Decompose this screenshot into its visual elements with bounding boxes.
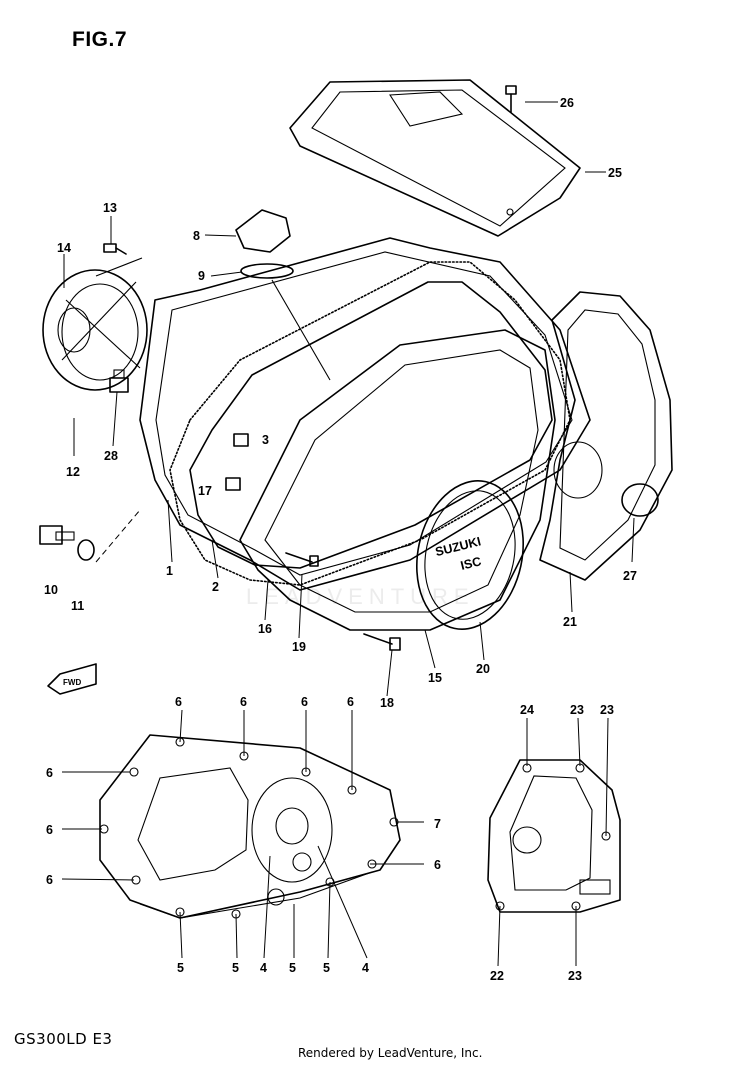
callout-6-top-4: 6: [347, 695, 354, 709]
callout-9: 9: [198, 269, 205, 283]
callout-24: 24: [520, 703, 534, 717]
fwd-label: FWD: [63, 678, 81, 687]
callout-6-top-3: 6: [301, 695, 308, 709]
rendered-by-credit: Rendered by LeadVenture, Inc.: [298, 1046, 483, 1060]
part-3-dowel: [233, 433, 249, 447]
callout-5-4: 5: [323, 961, 330, 975]
model-code: GS300LD E3: [14, 1030, 113, 1048]
callout-6-right: 6: [434, 858, 441, 872]
callout-6-left-3: 6: [46, 873, 53, 887]
callout-23-top-1: 23: [570, 703, 584, 717]
callout-13: 13: [103, 201, 117, 215]
callout-21: 21: [563, 615, 577, 629]
callout-5-2: 5: [232, 961, 239, 975]
part-14-left-cover: [42, 269, 148, 391]
leader-lines: [61, 101, 635, 967]
callout-10: 10: [44, 583, 58, 597]
part-15-clutch-cover: [239, 329, 556, 631]
callout-2: 2: [212, 580, 219, 594]
callout-6-left-1: 6: [46, 766, 53, 780]
lower-clutch-cover-view: [99, 734, 401, 919]
callout-26: 26: [560, 96, 574, 110]
callout-4-2: 4: [362, 961, 369, 975]
callout-20: 20: [476, 662, 490, 676]
part-27-plug: [621, 483, 659, 517]
watermark-text: LEADVENTURE: [246, 584, 475, 609]
part-17-dowel: [225, 477, 241, 491]
callout-28: 28: [104, 449, 118, 463]
callout-22: 22: [490, 969, 504, 983]
fwd-direction-marker: FWD: [47, 663, 97, 695]
callout-27: 27: [623, 569, 637, 583]
callout-7: 7: [434, 817, 441, 831]
fastener-holes: [99, 737, 611, 919]
part-1-crankcase-cover: [139, 237, 591, 591]
part-19-bolt: [285, 552, 319, 567]
part-8-oil-cap: [235, 209, 291, 253]
callout-4-1: 4: [260, 961, 267, 975]
part-2-gasket: [169, 261, 571, 586]
callout-11: 11: [71, 599, 84, 613]
dipstick-line: [271, 279, 331, 381]
callout-12: 12: [66, 465, 80, 479]
part-11-washer: [77, 539, 95, 561]
callout-15: 15: [428, 671, 442, 685]
part-10-drain-bolt: [39, 525, 75, 545]
callout-labels: 26 25 13 8 14 9 3 28 12 17 1 10 2 27 11 …: [44, 96, 637, 983]
cover-logo-line2: ISC: [459, 554, 483, 573]
part-21-side-cover: [539, 291, 673, 581]
part-28-fitting: [109, 369, 129, 393]
part-25-top-cover: [289, 79, 581, 237]
callout-5-1: 5: [177, 961, 184, 975]
part-18-bolt: [363, 633, 401, 651]
part-26-bolt: [505, 85, 517, 113]
callout-8: 8: [193, 229, 200, 243]
callout-3: 3: [262, 433, 269, 447]
callout-25: 25: [608, 166, 622, 180]
callout-6-top-1: 6: [175, 695, 182, 709]
callout-1: 1: [166, 564, 173, 578]
callout-16: 16: [258, 622, 272, 636]
callout-23-bottom: 23: [568, 969, 582, 983]
callout-6-left-2: 6: [46, 823, 53, 837]
callout-17: 17: [198, 484, 212, 498]
lower-generator-cover-view: [487, 759, 621, 913]
callout-23-top-2: 23: [600, 703, 614, 717]
part-9-o-ring: [240, 263, 294, 279]
part-13-screw: [95, 243, 143, 277]
callout-19: 19: [292, 640, 306, 654]
callout-6-top-2: 6: [240, 695, 247, 709]
callout-18: 18: [380, 696, 394, 710]
callout-14: 14: [57, 241, 71, 255]
callout-5-3: 5: [289, 961, 296, 975]
figure-title: FIG.7: [72, 28, 128, 51]
